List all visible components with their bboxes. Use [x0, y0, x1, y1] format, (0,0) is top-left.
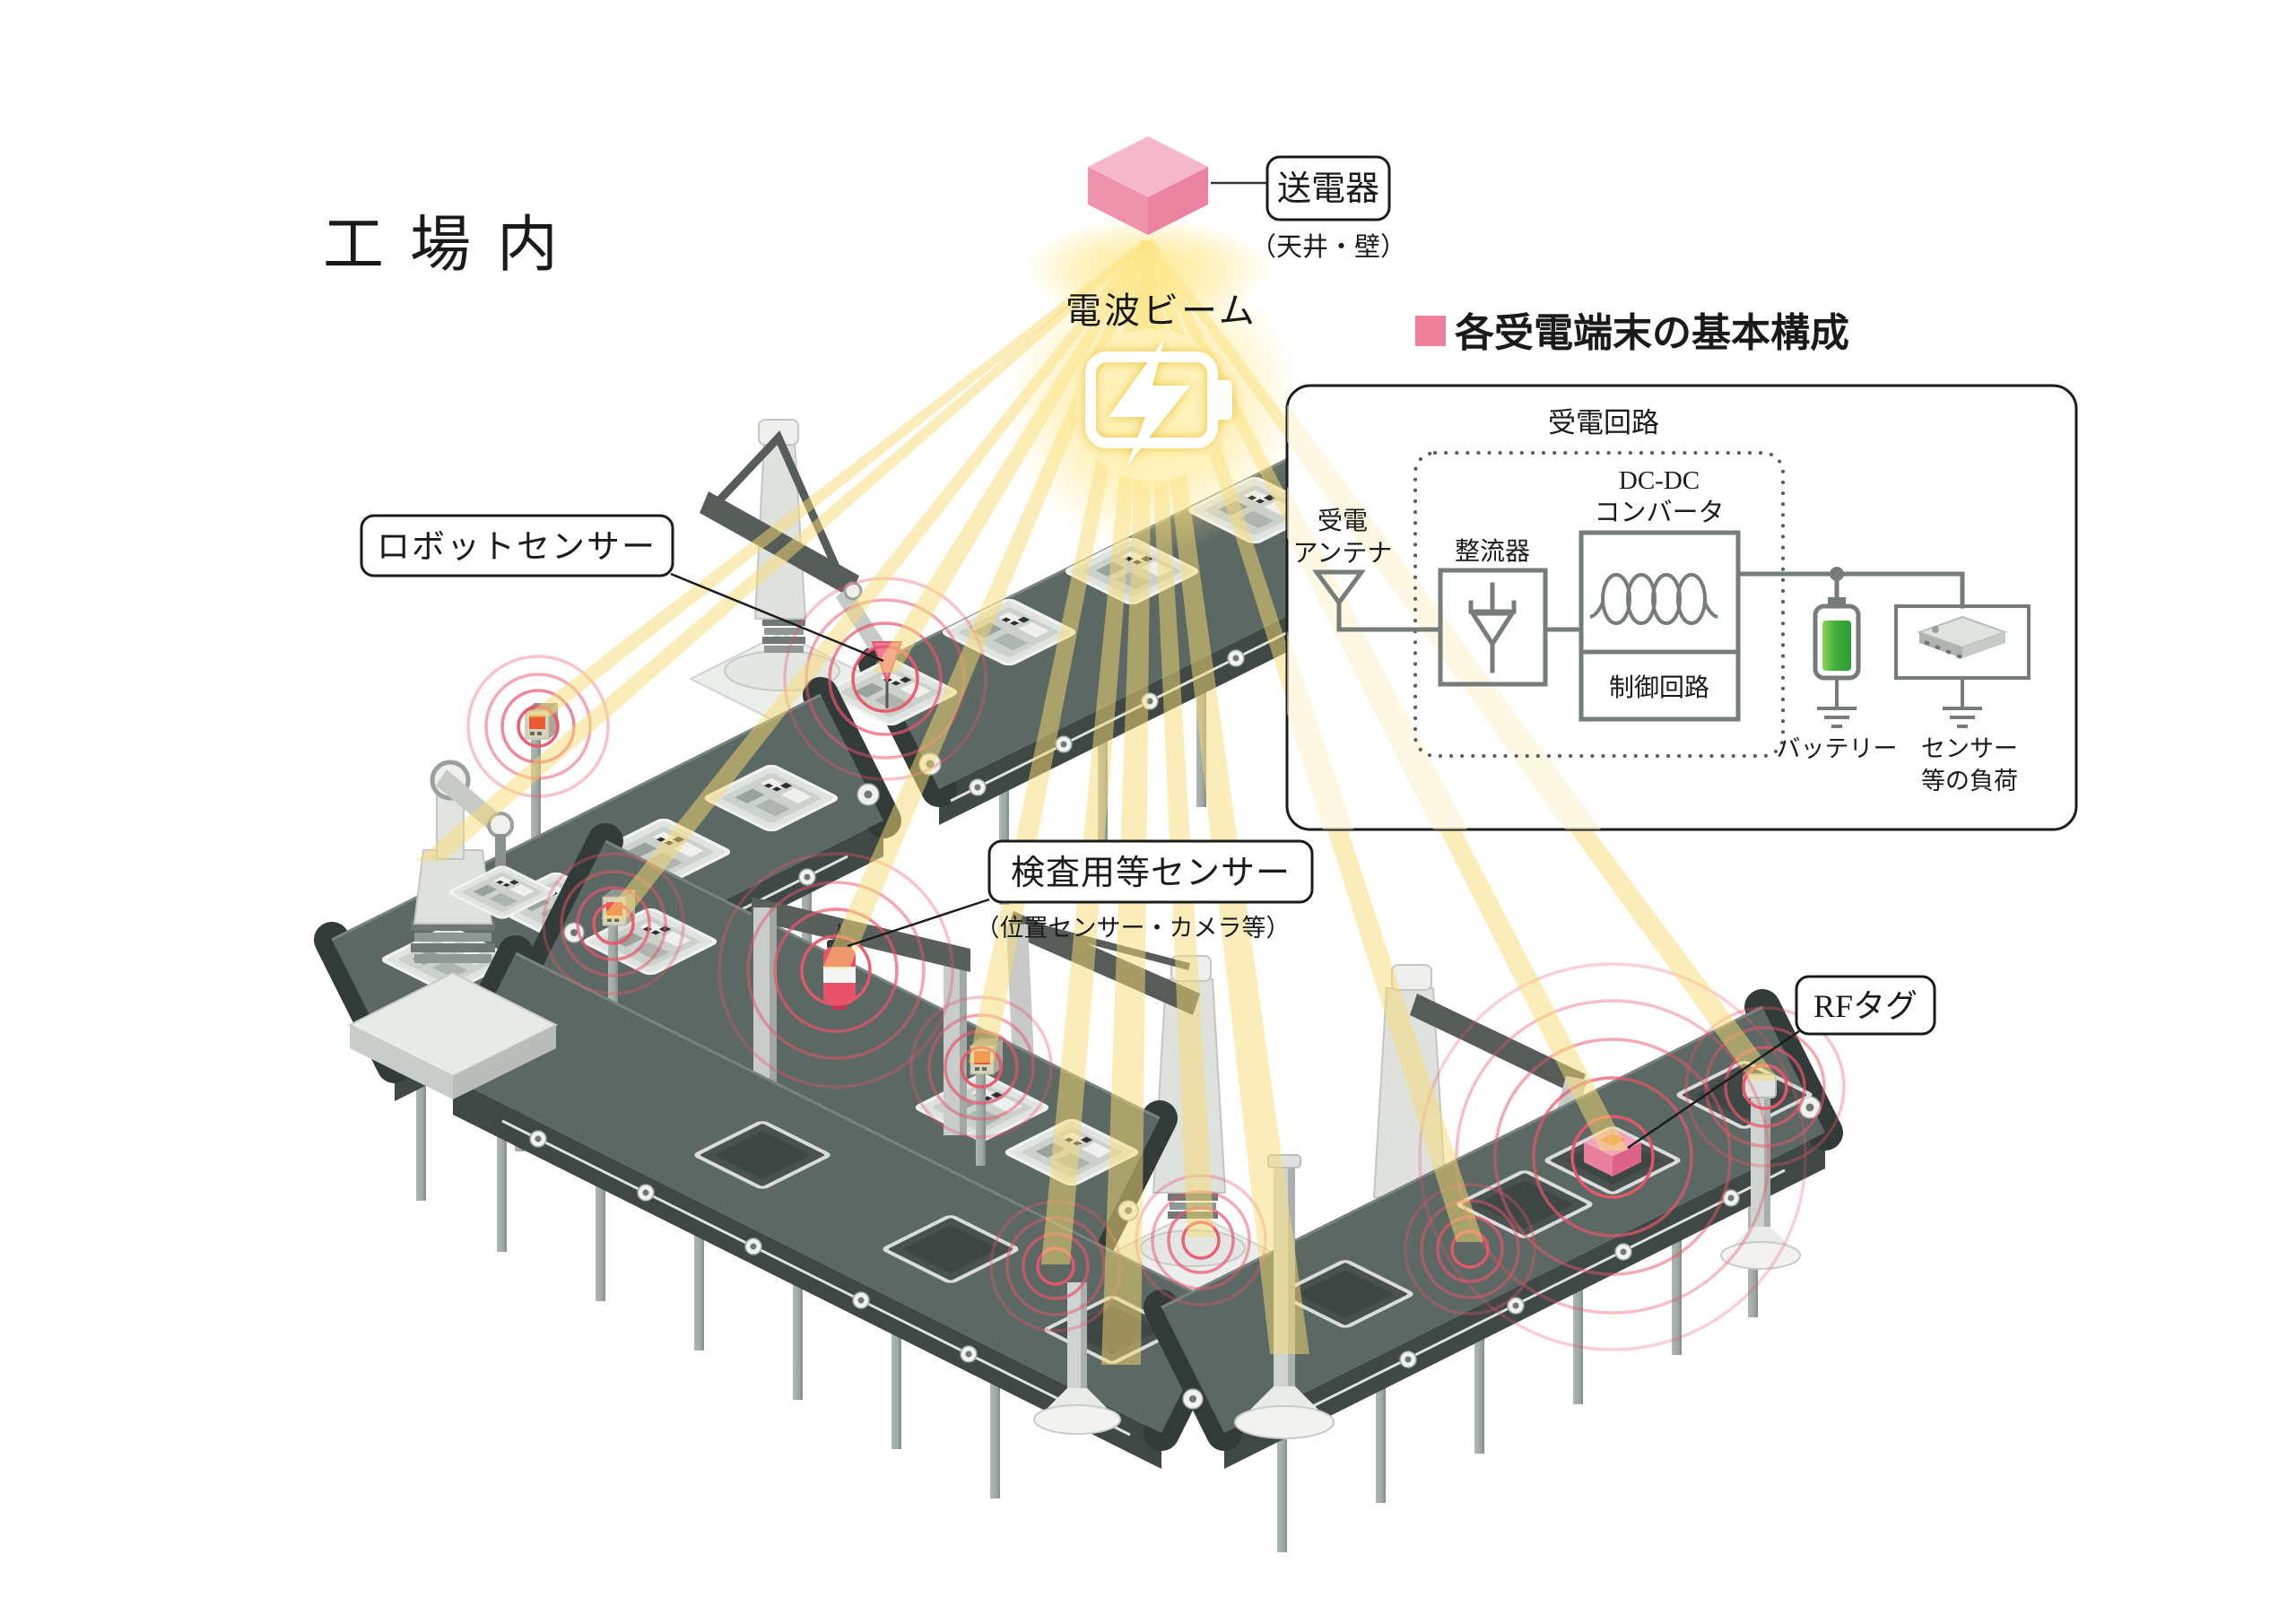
circuit-title: 受電回路: [1548, 407, 1659, 439]
inspection-sensor-label-text: 検査用等センサー: [1011, 855, 1291, 892]
radio-beam-label: 電波ビーム: [1065, 291, 1257, 331]
receiver-circuit-panel: 受電回路 受電 アンテナ 整流器 DC-DC コンバータ 制御回路: [1285, 384, 2078, 831]
robot-sensor-label-text: ロボットセンサー: [377, 529, 657, 566]
load-label-1: センサー: [1921, 735, 2018, 762]
inspection-sensor-note: （位置センサー・カメラ等）: [976, 915, 1291, 942]
dcdc-converter-block: 制御回路: [1578, 530, 1741, 722]
rf-tag-label-text: RFタグ: [1813, 988, 1918, 1024]
panel-heading-text: 各受電端末の基本構成: [1455, 311, 1849, 355]
sensor-post-2: [602, 889, 636, 1018]
sensor-load-block: [1894, 604, 2031, 728]
antenna-label-1: 受電: [1318, 507, 1368, 535]
transmitter-label: 送電器 （天井・壁）: [1250, 155, 1406, 262]
load-label-2: 等の負荷: [1921, 768, 2018, 795]
sensor-post-3: [970, 1038, 1004, 1166]
page-title: 工 場 内: [323, 211, 563, 279]
battery-label: バッテリー: [1777, 735, 1898, 762]
inspection-sensor-label: 検査用等センサー （位置センサー・カメラ等）: [847, 839, 1314, 948]
rectifier-label: 整流器: [1455, 537, 1530, 566]
inductor-icon: [1589, 573, 1718, 625]
antenna-label-2: アンテナ: [1293, 540, 1393, 568]
battery-charging-icon: [1085, 339, 1232, 466]
sensor-post-1: [525, 702, 559, 856]
robot-sensor-label: ロボットセンサー: [360, 514, 884, 663]
dcdc-label-1: DC-DC: [1619, 466, 1700, 495]
transmitter-device: [1088, 136, 1266, 235]
transmitter-label-text: 送電器: [1277, 170, 1379, 208]
chip-icon: [1917, 615, 2008, 659]
control-circuit-label: 制御回路: [1609, 673, 1709, 702]
dcdc-label-2: コンバータ: [1594, 499, 1724, 527]
heading-bullet: [1415, 316, 1446, 346]
diode-icon: [1468, 582, 1517, 673]
panel-heading: 各受電端末の基本構成: [1415, 311, 1849, 355]
support-pole-1: [1033, 1282, 1121, 1435]
ground-icon: [1817, 707, 1857, 728]
antenna-icon: [1312, 569, 1366, 632]
rectifier-block: [1438, 568, 1548, 687]
rf-tag-label: RFタグ: [1627, 975, 1936, 1150]
transmitter-location-note: （天井・壁）: [1250, 232, 1406, 262]
circuit-dotted-boundary: [1413, 451, 1785, 758]
battery-icon: [1813, 597, 1861, 728]
conveyor-rollers: [529, 1130, 978, 1363]
ground-icon: [1943, 707, 1982, 728]
